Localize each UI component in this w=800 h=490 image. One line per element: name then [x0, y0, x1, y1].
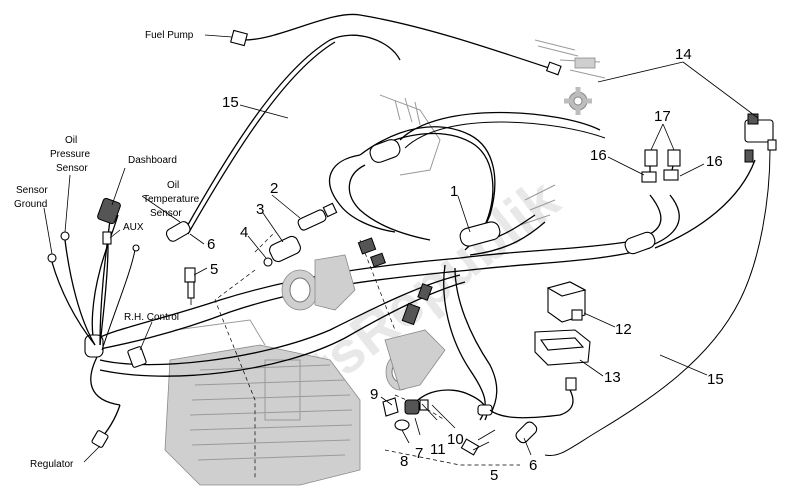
gear-icon [564, 87, 592, 115]
label-regulator: Regulator [30, 459, 74, 470]
labels: Fuel Pump Oil Pressure Sensor Dashboard … [14, 30, 200, 470]
callout-2: 2 [270, 180, 278, 197]
callout-14: 14 [675, 46, 692, 63]
label-oil-temp-line2: Temperature [143, 194, 200, 205]
lower-sensor-parts [382, 389, 493, 431]
label-oil-temp-line3: Sensor [150, 208, 182, 219]
bottom-spark-parts [460, 421, 538, 456]
injector-parts [263, 202, 338, 267]
callout-numbers: 1 2 3 4 5 6 14 15 15 16 16 17 12 13 9 8 … [207, 46, 724, 484]
callout-5-left: 5 [210, 261, 218, 278]
callout-3: 3 [256, 201, 264, 218]
callout-15-top: 15 [222, 94, 239, 111]
callout-16-right: 16 [706, 153, 723, 170]
callout-6-bottom: 6 [529, 457, 537, 474]
label-sensor-ground-line2: Ground [14, 199, 47, 210]
callout-4: 4 [240, 224, 248, 241]
label-oil-temp-line1: Oil [167, 180, 179, 191]
callout-13: 13 [604, 369, 621, 386]
label-sensor-ground-line1: Sensor [16, 185, 48, 196]
callout-16-left: 16 [590, 147, 607, 164]
label-fuel-pump: Fuel Pump [145, 30, 194, 41]
label-rh-control: R.H. Control [124, 312, 179, 323]
callout-5-bottom: 5 [490, 467, 498, 484]
left-sensors [47, 197, 147, 448]
right-connectors [641, 113, 777, 183]
callout-7: 7 [415, 445, 423, 462]
oil-temp-sensor [165, 221, 196, 305]
label-oil-pressure-line1: Oil [65, 135, 77, 146]
callout-6-left: 6 [207, 236, 215, 253]
callout-12: 12 [615, 321, 632, 338]
callout-9: 9 [370, 386, 378, 403]
top-right-connectors [534, 39, 606, 79]
callout-1: 1 [450, 183, 458, 200]
callout-10: 10 [447, 431, 464, 448]
throttle-body [281, 237, 446, 391]
engine-background [164, 94, 556, 486]
callout-17: 17 [654, 108, 671, 125]
callout-15-right: 15 [707, 371, 724, 388]
fuel-pump-cable [184, 13, 562, 235]
label-dashboard: Dashboard [128, 155, 177, 166]
label-oil-pressure-line2: Pressure [50, 149, 90, 160]
guide-lines [214, 231, 520, 480]
main-harness [84, 111, 771, 457]
relay-and-holder [489, 281, 591, 419]
leader-lines [43, 34, 759, 463]
label-aux: AUX [123, 222, 144, 233]
label-oil-pressure-line3: Sensor [56, 163, 88, 174]
callout-11: 11 [430, 441, 446, 458]
callout-8: 8 [400, 453, 408, 470]
